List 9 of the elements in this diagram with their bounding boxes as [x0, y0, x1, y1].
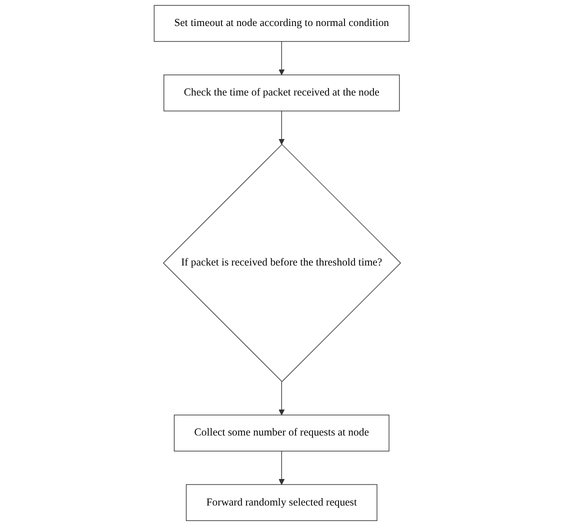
arrow [278, 110, 284, 145]
node-box: Check the time of packet received at the node [163, 74, 400, 112]
node-box: Forward randomly selected request [186, 484, 378, 521]
arrow [278, 450, 284, 485]
node-diamond: If packet is received before the threshold time? [162, 144, 401, 382]
node-box: Collect some number of requests at node [174, 414, 390, 452]
arrow [278, 41, 284, 76]
arrow [278, 381, 284, 416]
node-box: Set timeout at node according to normal condition [154, 5, 410, 42]
